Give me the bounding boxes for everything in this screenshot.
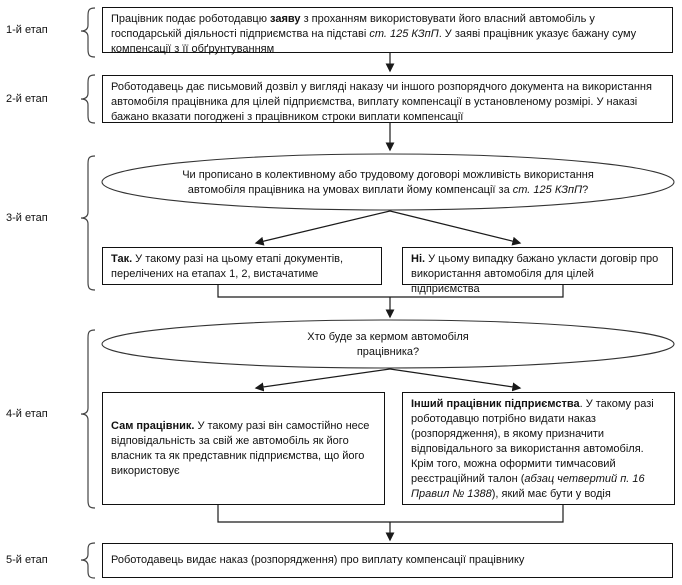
decision-ellipse-3 [101,153,675,211]
arrow-decision4-self [254,368,391,392]
decision3-yes-box: Так. У такому разі на цьому етапі докуме… [102,247,382,285]
driver-other-box: Інший працівник підприємства. У такому р… [402,392,675,505]
driver-self-box: Сам працівник. У такому разі він самості… [102,392,385,505]
step5-text: Роботодавець видає наказ (розпорядження)… [111,554,525,566]
stage-brace-1 [80,7,96,58]
stage-brace-5 [80,542,96,579]
connector-merge-4 [217,505,564,523]
connector-merge-3 [217,285,564,298]
driver-self-text: Сам працівник. У такому разі він самості… [111,419,370,477]
step2-box: Роботодавець дає письмовий дозвіл у вигл… [102,75,673,123]
arrow-decision4-other [389,368,522,392]
step1-box: Працівник подає роботодавцю заяву з прох… [102,7,673,55]
arrow-decision3-yes [254,210,391,246]
stage-brace-3 [80,155,96,291]
stage-brace-4 [80,329,96,509]
step5-box: Роботодавець видає наказ (розпорядження)… [102,543,673,578]
decision3-no-box: Ні. У цьому випадку бажано укласти догов… [402,247,673,295]
stage-label-5: 5-й етап [6,554,48,566]
decision3-text: Чи прописано в колективному або трудовом… [182,169,594,196]
decision-ellipse-4 [101,319,675,369]
stage-brace-2 [80,74,96,124]
stage-label-1: 1-й етап [6,24,48,36]
arrow-decision3-no [389,210,522,246]
stage-label-2: 2-й етап [6,93,48,105]
stage-label-4: 4-й етап [6,408,48,420]
stage-label-3: 3-й етап [6,212,48,224]
